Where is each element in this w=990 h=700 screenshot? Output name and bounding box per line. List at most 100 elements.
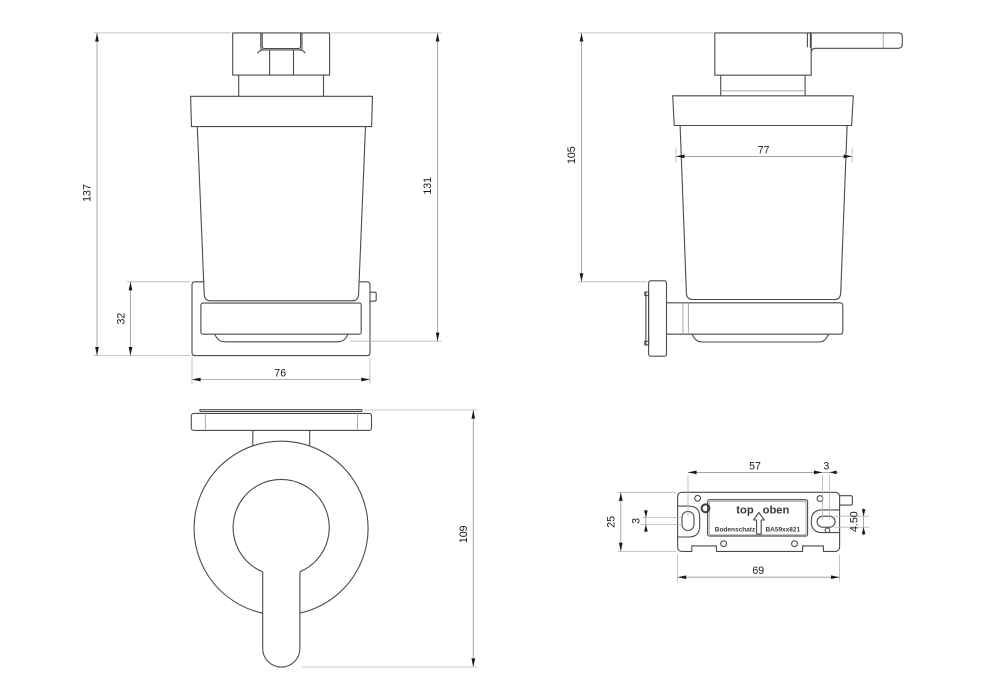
plate-right-slot — [816, 515, 836, 528]
dimension-69-label: 69 — [752, 565, 764, 577]
dimension-77: 77 — [675, 144, 853, 159]
plate-hole-top-left — [694, 494, 702, 502]
side-glass — [679, 125, 848, 301]
side-view: 105 77 — [566, 32, 903, 357]
front-view: 137 32 131 76 — [82, 32, 442, 384]
dimension-450: 4.50 — [849, 508, 866, 536]
side-wall-plate — [645, 291, 650, 346]
plate-label-box-outer — [707, 499, 809, 537]
side-dimensions: 105 77 — [566, 32, 853, 283]
plan-pump-cap — [232, 478, 330, 573]
dimension-arrow — [861, 509, 866, 517]
dimension-arrow — [618, 492, 623, 501]
side-bracket — [648, 280, 668, 357]
plate-hole-bottom-left — [720, 540, 728, 548]
plan-glass-rim — [193, 440, 369, 614]
dimension-arrow — [644, 510, 648, 518]
dimension-105: 105 — [566, 32, 584, 282]
front-bracket-tab — [370, 291, 377, 302]
side-collar — [672, 95, 854, 127]
front-glass-bottom — [214, 333, 349, 343]
label-top-text: top — [736, 504, 754, 516]
front-slot-flare-right — [299, 49, 306, 54]
dimension-arrow — [95, 32, 99, 42]
label-model-text: BA59xx821 — [765, 527, 800, 534]
plate-dimensions: 57 3 25 3 4.50 69 — [605, 460, 869, 582]
dimension-arrow — [435, 32, 440, 42]
plate-right-boss — [810, 509, 840, 534]
dimension-450-label: 4.50 — [849, 511, 861, 532]
side-pump-head — [714, 32, 812, 76]
plan-wall-plate-edge — [199, 409, 363, 413]
dimension-arrow — [579, 273, 584, 282]
side-wall-plate-tab-top — [644, 291, 650, 297]
front-lever-slot-outer — [260, 33, 303, 51]
top-view-dimensions: 109 — [302, 409, 478, 668]
dimension-arrow — [861, 527, 866, 535]
side-holder-ring — [666, 302, 844, 335]
plate-label-box-inner — [708, 500, 807, 536]
front-dimensions: 137 32 131 76 — [82, 32, 442, 384]
dimension-3-top: 3 — [822, 460, 839, 475]
front-collar — [190, 95, 374, 128]
plate-hole-bottom-right — [791, 540, 798, 548]
dimension-69: 69 — [677, 565, 840, 580]
dimension-57: 57 — [688, 460, 823, 475]
dimension-arrow — [829, 470, 837, 475]
label-oben-text: oben — [763, 504, 790, 516]
dimension-77-label: 77 — [758, 144, 770, 156]
dimension-arrow — [618, 542, 623, 552]
label-brand-text: Bodenschatz — [715, 527, 756, 534]
dimension-arrow — [95, 347, 99, 356]
dimension-137-label: 137 — [82, 184, 94, 202]
dimension-137: 137 — [82, 32, 99, 356]
dimension-109-label: 109 — [458, 525, 470, 543]
front-pump-head — [232, 32, 331, 76]
dimension-arrow — [688, 470, 697, 475]
plate-hole-small-right — [824, 527, 831, 534]
dimension-arrow — [831, 575, 840, 580]
dimension-109: 109 — [458, 410, 476, 667]
plan-bracket-bar — [190, 412, 373, 431]
dimension-76-label: 76 — [274, 368, 286, 380]
dimension-arrow — [128, 347, 133, 356]
dimension-arrow — [675, 154, 685, 159]
dimension-arrow — [471, 410, 476, 419]
plan-lever — [262, 571, 301, 668]
dimension-25-label: 25 — [605, 516, 617, 528]
plate-hole-top-right — [816, 495, 824, 503]
plate-outline — [677, 491, 841, 552]
dimension-76: 76 — [192, 368, 370, 382]
mounting-plate-view: top oben Bodenschatz BA59xx821 57 3 25 3… — [605, 460, 869, 582]
dimension-arrow — [361, 377, 370, 382]
side-wall-plate-tab-bottom — [644, 340, 650, 346]
dimension-131-label: 131 — [422, 177, 434, 195]
plate-hole-threaded — [700, 503, 711, 514]
dimension-arrow — [644, 524, 648, 532]
dimension-32: 32 — [115, 281, 133, 356]
dimension-arrow — [471, 658, 476, 667]
dimension-arrow — [814, 470, 823, 475]
front-bracket — [191, 281, 371, 357]
dimension-25: 25 — [605, 492, 623, 552]
dimension-3-left: 3 — [631, 509, 648, 533]
side-lever — [807, 32, 903, 53]
dimension-arrow — [843, 154, 853, 159]
dimension-131: 131 — [422, 32, 440, 342]
dimension-32-label: 32 — [115, 313, 127, 325]
dimension-105-label: 105 — [566, 146, 578, 164]
dimension-arrow — [677, 575, 687, 580]
front-slot-flare-left — [257, 49, 263, 54]
dimension-57-label: 57 — [749, 460, 761, 472]
dimension-3-left-label: 3 — [631, 518, 643, 524]
side-glass-bottom — [691, 333, 830, 343]
plate-tab — [839, 495, 853, 506]
plate-left-boss — [677, 505, 701, 538]
top-view: 109 — [190, 409, 478, 668]
dimension-3-top-label: 3 — [823, 460, 829, 472]
dimension-arrow — [128, 281, 133, 291]
front-holder-ring — [200, 302, 362, 335]
front-lever-end-inner — [261, 33, 302, 50]
dimension-arrow — [435, 332, 440, 342]
